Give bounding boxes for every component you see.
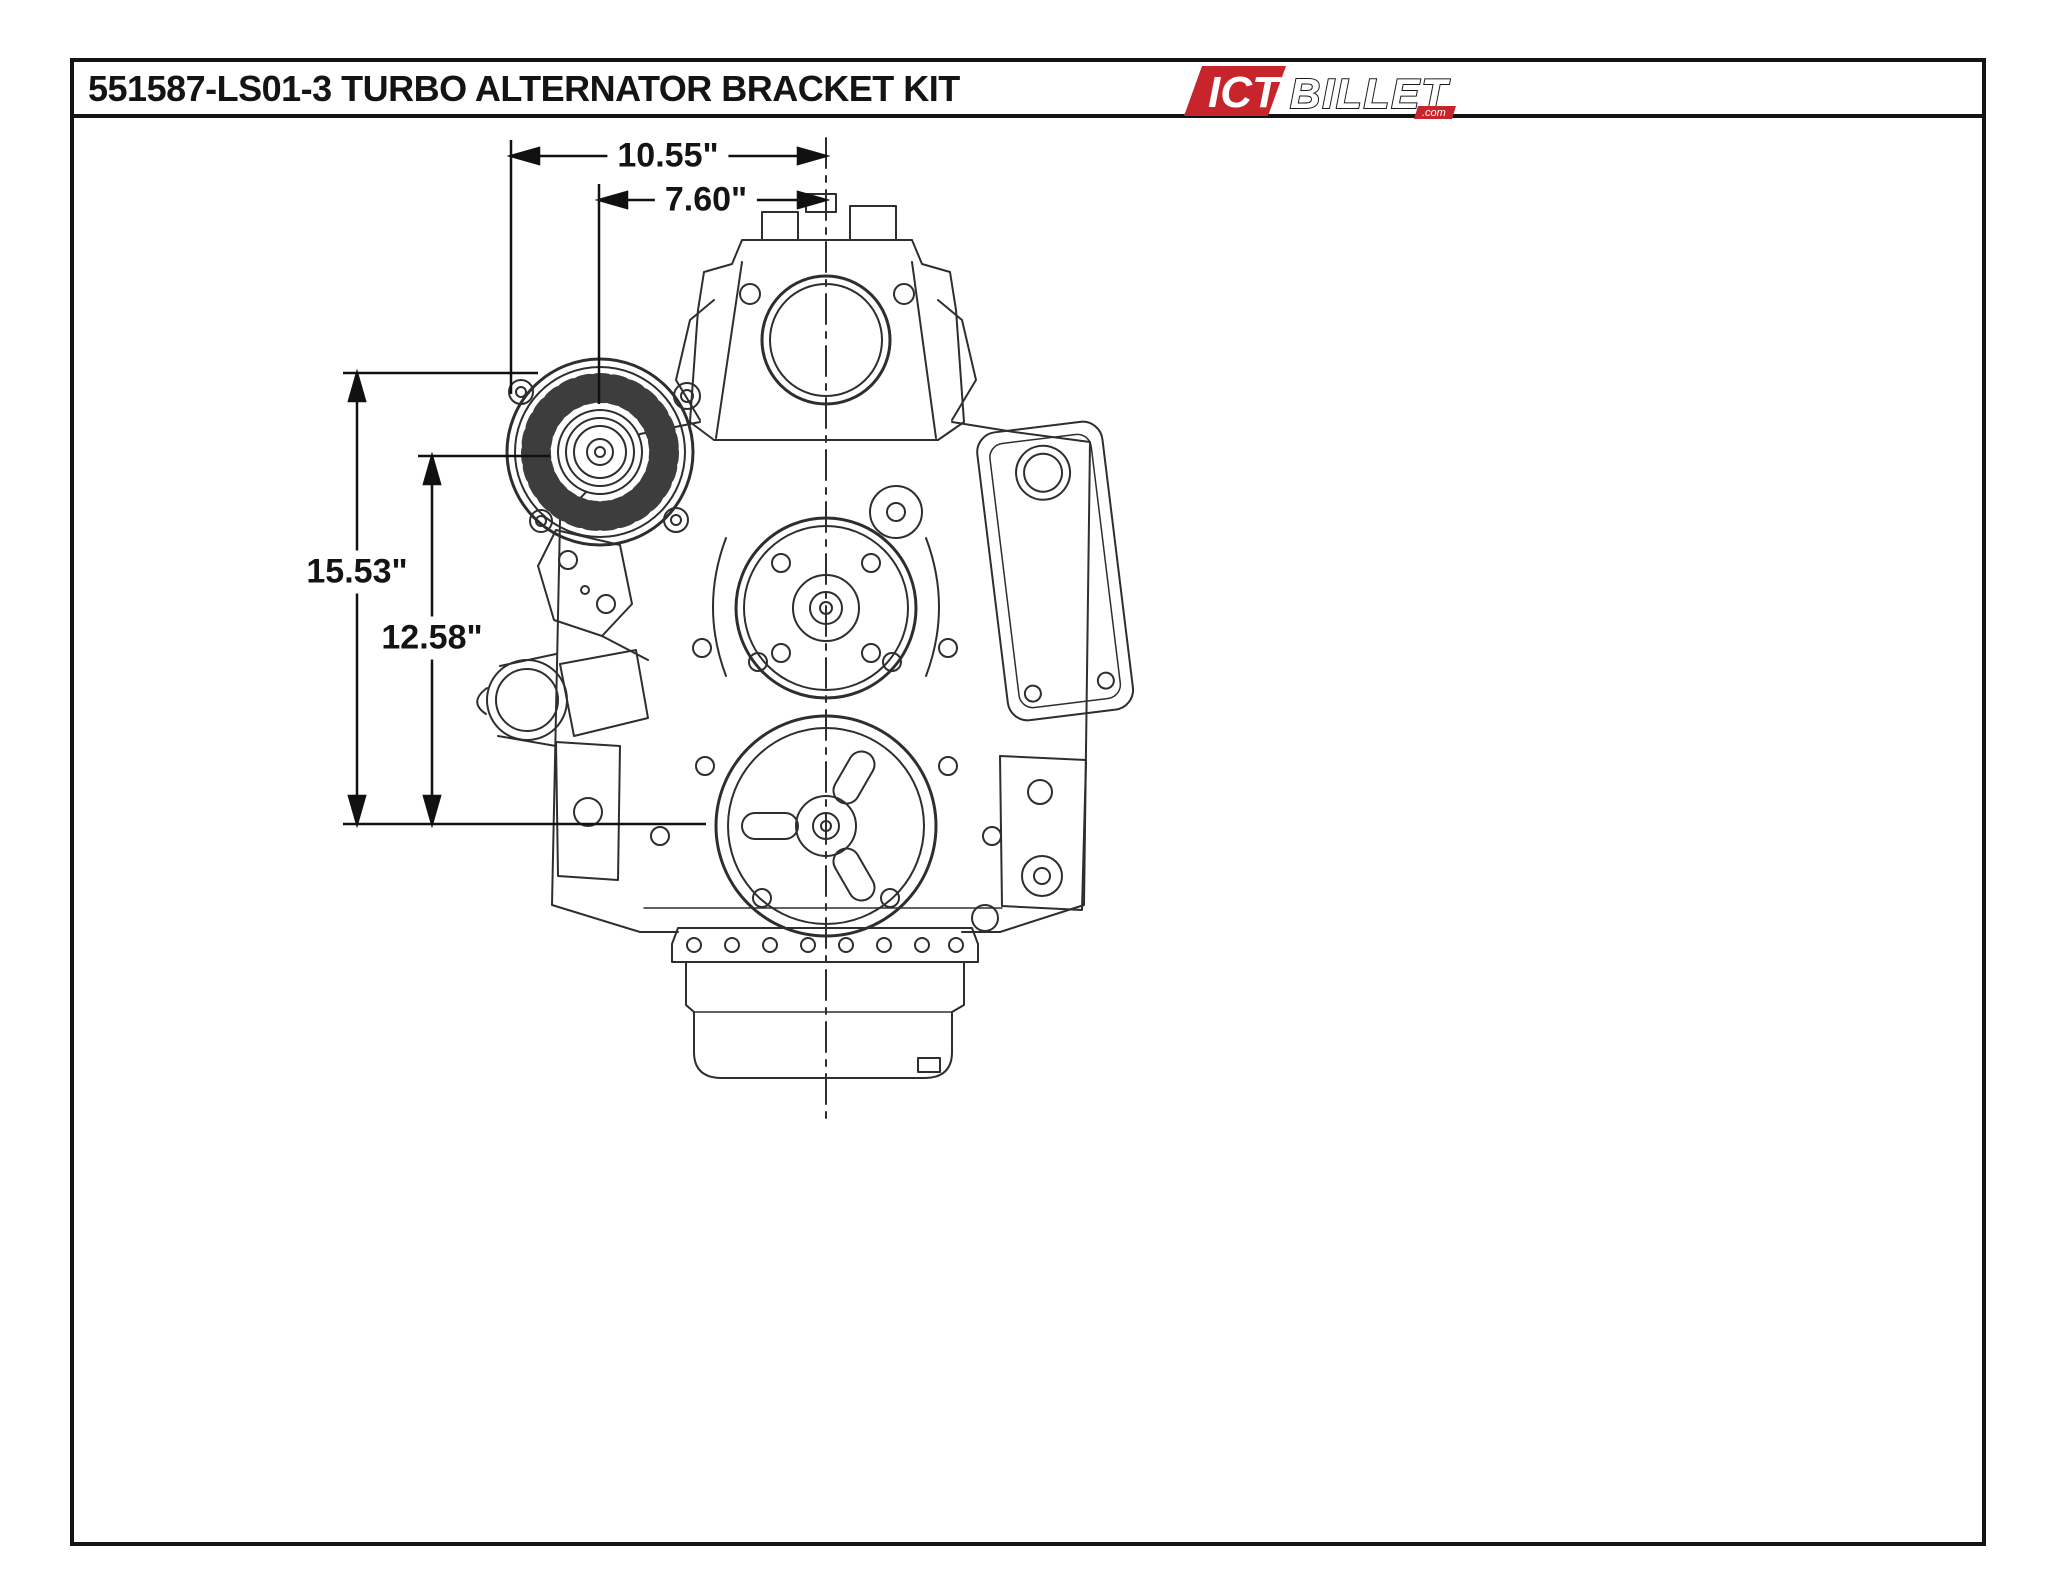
arrowhead <box>594 190 629 210</box>
header-divider <box>70 114 1986 118</box>
logo-red-parallelogram <box>1184 66 1286 116</box>
thermostat-housing <box>476 649 649 747</box>
dimension-label-pulley-center-width: 7.60" <box>654 178 758 222</box>
oil-pan <box>671 927 979 1079</box>
logo-com-text: .com <box>1422 107 1446 119</box>
drawing-border-frame <box>70 58 1986 1546</box>
ict-billet-logo: ICT BILLET .com <box>1184 66 1456 119</box>
accessory-bracket-left <box>555 741 621 881</box>
arrowhead <box>796 190 831 210</box>
water-pump-pulley <box>734 516 918 700</box>
logo-com-tag <box>1414 106 1456 119</box>
accessory-bracket-right <box>999 755 1087 911</box>
arrowhead <box>347 794 367 829</box>
alternator-assembly <box>505 357 701 661</box>
logo-ict-text: ICT <box>1208 68 1282 117</box>
valve-cover-right <box>976 420 1135 722</box>
arrowhead <box>506 146 541 166</box>
crank-pulley <box>714 714 938 938</box>
dimension-label-overall-width: 10.55" <box>607 134 729 178</box>
arrowhead <box>422 451 442 486</box>
dimension-label-pulley-center-height: 12.58" <box>371 616 493 660</box>
arrowhead <box>422 794 442 829</box>
arrowhead <box>796 146 831 166</box>
page-title: 551587-LS01-3 TURBO ALTERNATOR BRACKET K… <box>88 68 960 109</box>
tensioner-pulley <box>869 485 923 539</box>
dimension-label-overall-height: 15.53" <box>296 550 418 594</box>
arrowhead <box>347 368 367 403</box>
